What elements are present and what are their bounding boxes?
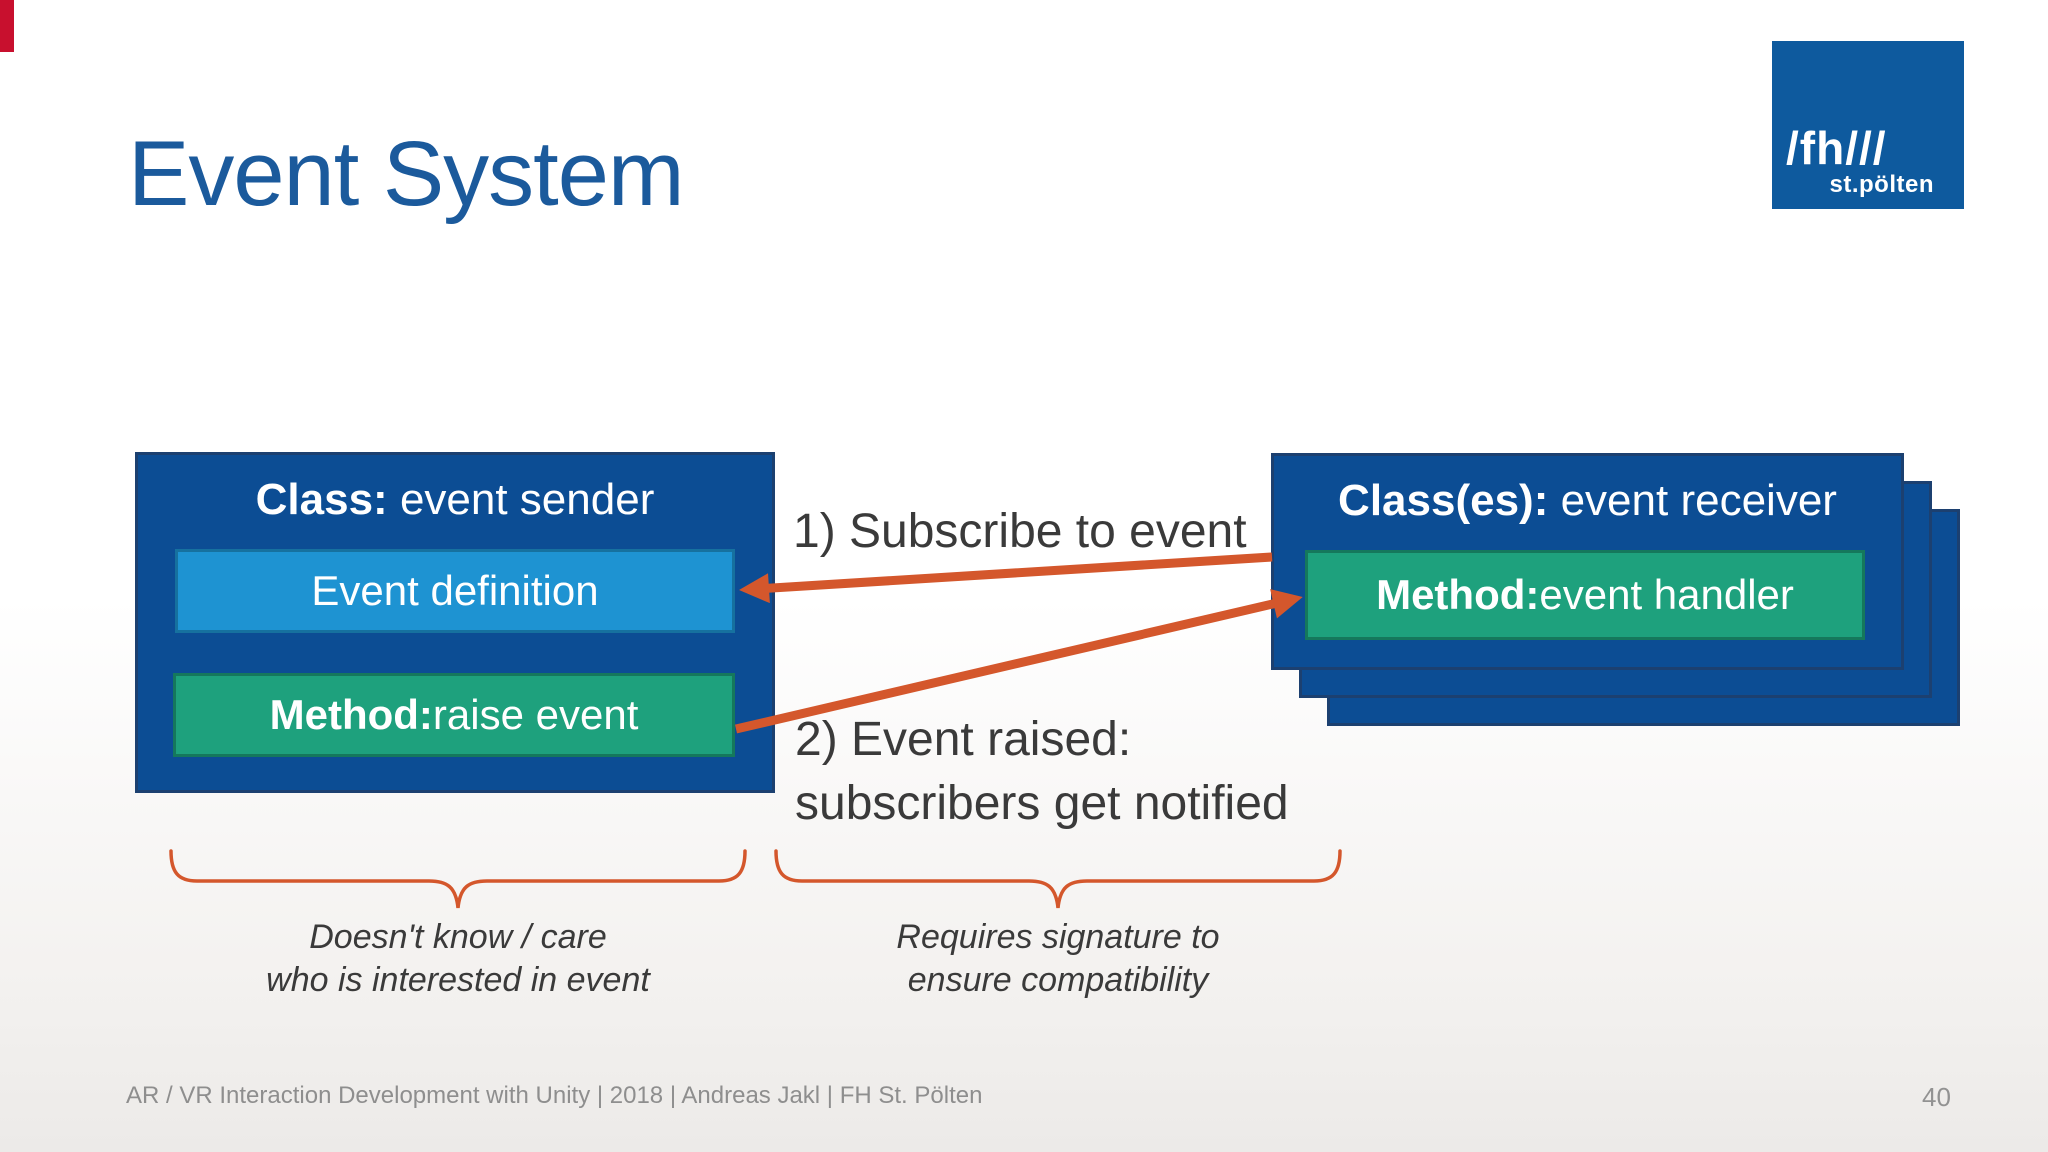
left-brace — [169, 849, 747, 909]
raise-method-text: raise event — [432, 691, 639, 738]
fh-stpoelten-logo: /fh/// st.pölten — [1772, 41, 1964, 209]
sender-caption-line1: Doesn't know / care — [309, 918, 607, 956]
event-definition-label: Event definition — [311, 567, 599, 614]
sender-caption-line2: who is interested in event — [266, 961, 650, 999]
event-receiver-class-box: Class(es): event receiver Method: event … — [1271, 453, 1904, 670]
sender-caption: Doesn't know / care who is interested in… — [158, 916, 758, 1002]
receiver-box-header: Class(es): event receiver — [1274, 475, 1901, 527]
step2-raised-label: 2) Event raised: subscribers get notifie… — [795, 708, 1289, 836]
signature-caption-line2: ensure compatibility — [907, 961, 1209, 999]
signature-caption-line1: Requires signature to — [896, 918, 1220, 956]
footer-credits: AR / VR Interaction Development with Uni… — [126, 1082, 983, 1109]
handler-method-text: event handler — [1539, 571, 1794, 618]
right-brace — [774, 849, 1342, 909]
handler-method-keyword: Method: — [1376, 571, 1540, 618]
sender-header-keyword: Class: — [255, 475, 388, 524]
red-corner-accent-bar — [0, 0, 14, 52]
raise-method-keyword: Method: — [269, 691, 433, 738]
step1-subscribe-label: 1) Subscribe to event — [793, 505, 1247, 558]
step2-raised-line2: subscribers get notified — [795, 777, 1289, 830]
sender-box-header: Class: event sender — [138, 474, 772, 526]
slide-page-number: 40 — [1922, 1082, 1951, 1112]
event-definition-box: Event definition — [175, 549, 735, 633]
page-title: Event System — [128, 123, 685, 225]
step2-raised-line1: 2) Event raised: — [795, 713, 1132, 766]
logo-fh-mark: /fh/// — [1786, 122, 1887, 174]
receiver-header-keyword: Class(es): — [1338, 476, 1549, 525]
sender-header-text: event sender — [387, 475, 655, 524]
signature-caption: Requires signature to ensure compatibili… — [758, 916, 1358, 1002]
receiver-header-text: event receiver — [1548, 476, 1837, 525]
event-sender-class-box: Class: event sender Event definition Met… — [135, 452, 775, 793]
logo-city-label: st.pölten — [1829, 171, 1934, 198]
event-handler-method-box: Method: event handler — [1305, 550, 1865, 640]
raise-event-method-box: Method: raise event — [173, 673, 735, 757]
